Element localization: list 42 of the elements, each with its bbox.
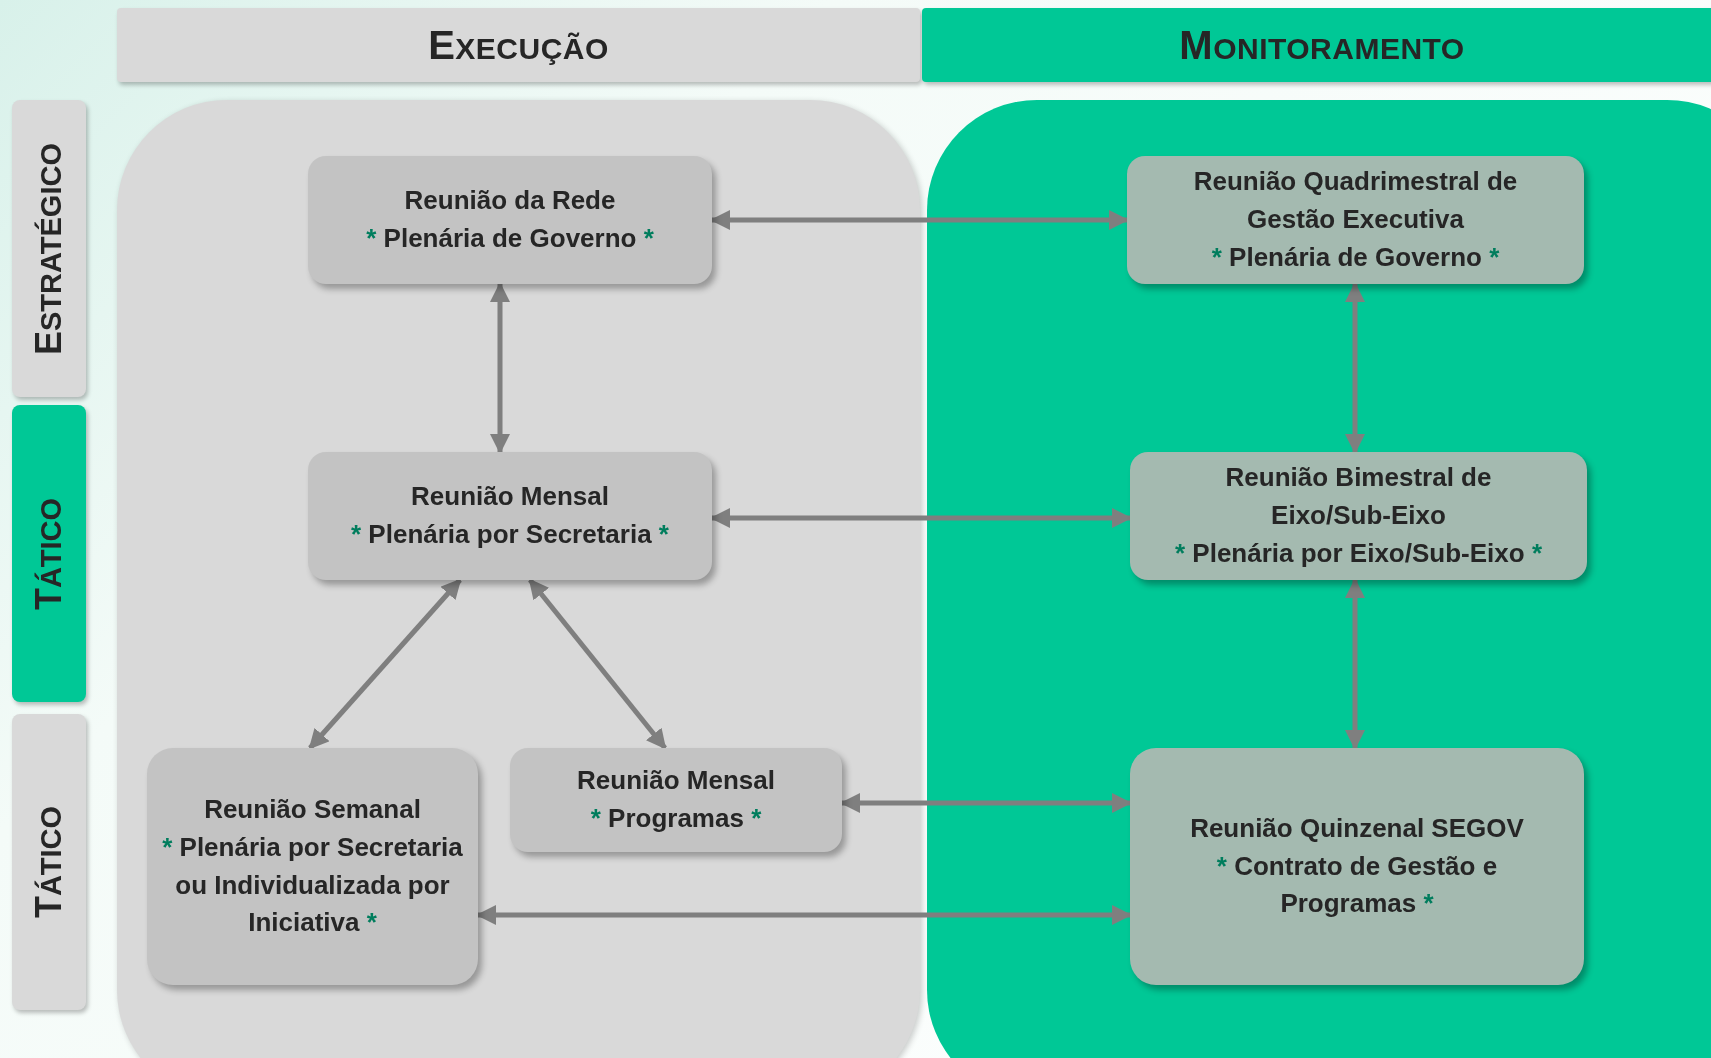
meeting-box	[510, 748, 842, 852]
meeting-format: * Plenária por Secretaria ou Individualizada por Iniciativa *	[161, 830, 464, 940]
meeting-title: Reunião Mensal	[577, 764, 775, 798]
column-panel	[117, 100, 920, 1058]
meeting-format: * Plenária de Governo *	[1211, 240, 1500, 274]
meeting-format: * Contrato de Gestão e Programas *	[1215, 849, 1499, 921]
meeting-title: Reunião Mensal	[411, 480, 609, 514]
meeting-box	[308, 156, 712, 284]
double-arrow	[1345, 578, 1365, 750]
column-header-band	[922, 8, 1711, 82]
row-label-tab	[12, 405, 86, 702]
meeting-format: * Plenária de Governo *	[366, 222, 654, 255]
double-arrow	[308, 578, 462, 750]
column-header-band	[117, 8, 920, 82]
row-label-tab	[12, 714, 86, 1010]
row-label-tab	[12, 100, 86, 397]
double-arrow	[710, 508, 1132, 528]
meeting-box	[1130, 452, 1587, 580]
double-arrow	[710, 210, 1129, 230]
meeting-box	[1127, 156, 1584, 284]
meeting-title: Reunião Bimestral de Eixo/Sub-Eixo	[1224, 461, 1493, 533]
meeting-title: Reunião Quinzenal SEGOV	[1190, 811, 1524, 845]
meeting-title: Reunião Semanal	[204, 793, 421, 827]
double-arrow	[840, 793, 1132, 813]
meeting-title: Reunião Quadrimestral de Gestão Executiva	[1192, 165, 1519, 237]
meeting-format: * Plenária por Eixo/Sub-Eixo *	[1175, 536, 1542, 570]
row-label-text: TÁTICO	[28, 497, 70, 610]
meeting-box	[1130, 748, 1584, 985]
double-arrow	[476, 905, 1132, 925]
row-label-text: TÁTICO	[28, 805, 70, 919]
column-header-text: EXECUÇÃO	[428, 22, 609, 68]
meeting-box	[308, 452, 712, 580]
meeting-format: * Plenária por Secretaria *	[351, 518, 669, 551]
double-arrow	[528, 578, 667, 750]
row-label-text: ESTRATÉGICO	[28, 142, 70, 355]
double-arrow	[1345, 282, 1365, 454]
column-header-text: MONITORAMENTO	[1179, 22, 1465, 68]
column-panel	[927, 100, 1711, 1058]
meeting-box	[147, 748, 478, 985]
double-arrow	[490, 282, 510, 454]
meeting-title: Reunião da Rede	[404, 184, 616, 218]
meeting-format: * Programas *	[590, 802, 762, 835]
